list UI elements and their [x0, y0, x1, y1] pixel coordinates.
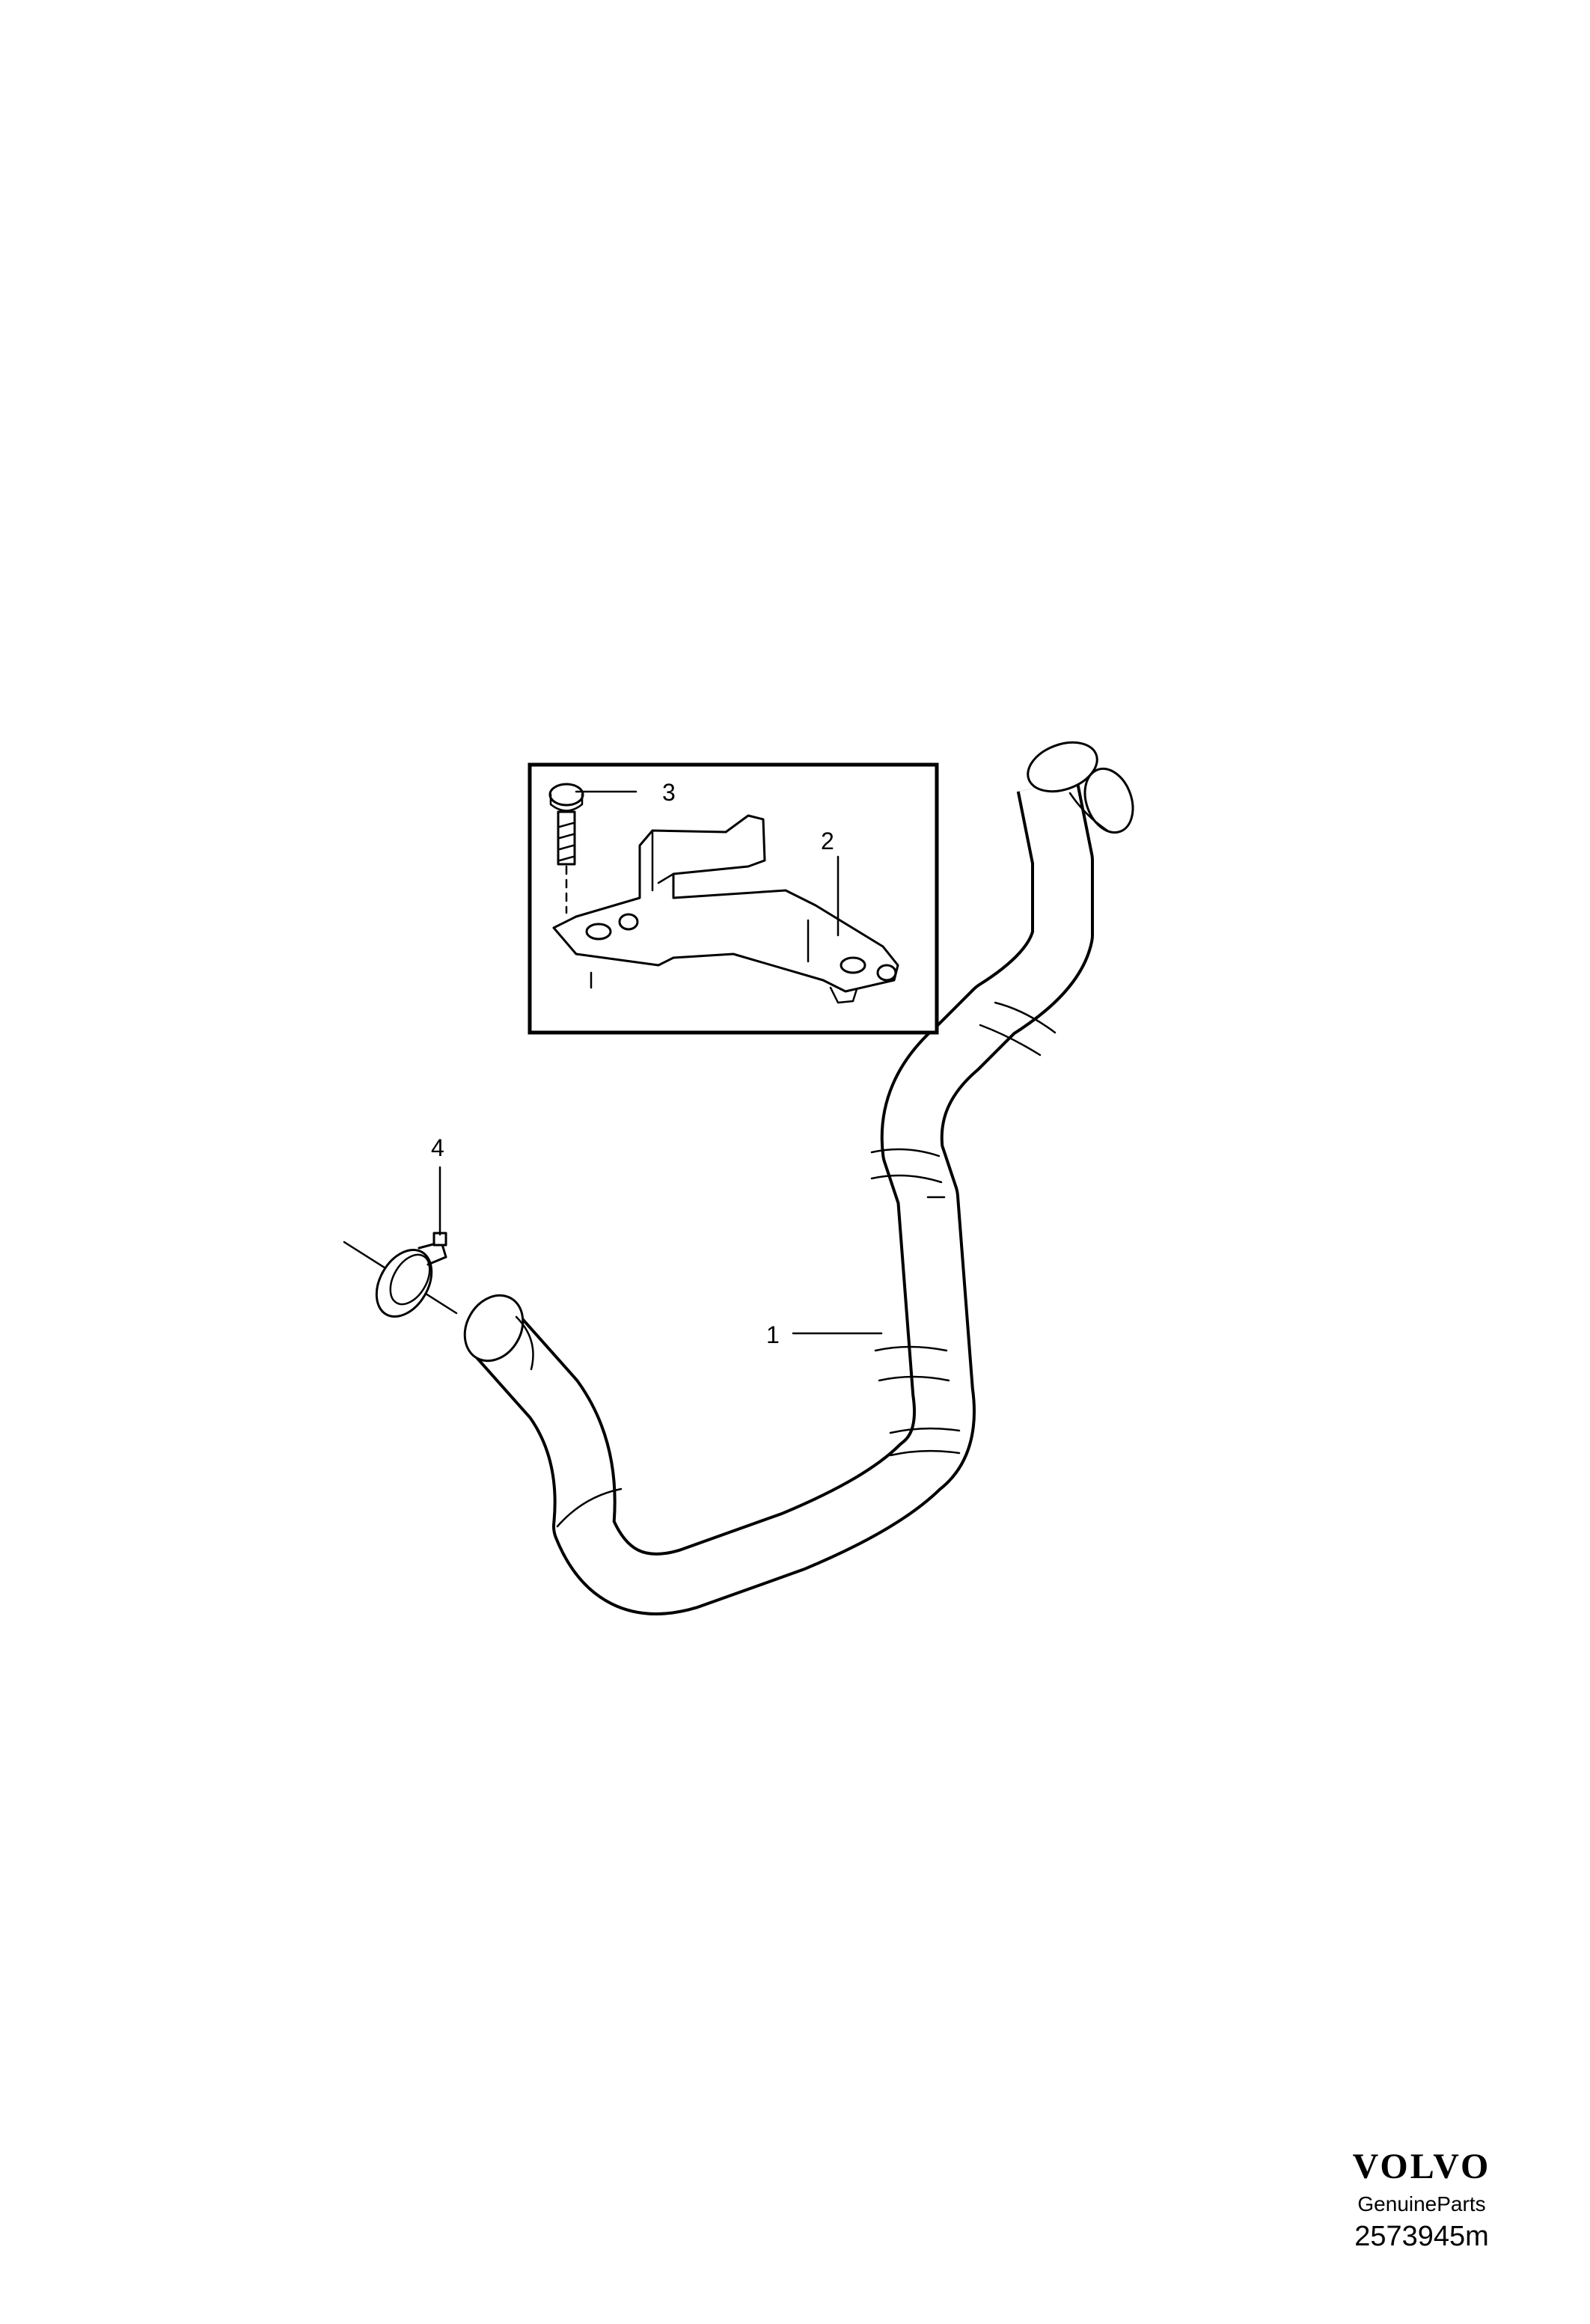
callout-2: 2	[821, 828, 834, 854]
callout-leaders	[438, 790, 883, 1335]
callout-3: 3	[662, 779, 676, 806]
bolt	[548, 783, 593, 989]
bracket-inset	[528, 762, 939, 1035]
illustration-code: 2573945m	[1354, 2221, 1489, 2252]
bracket	[552, 814, 899, 1004]
callout-4: 4	[431, 1134, 444, 1161]
hose-clamp	[343, 1232, 458, 1318]
coolant-hose	[463, 741, 1134, 1615]
volvo-logo: VOLVO	[1352, 2147, 1491, 2186]
brand-subtitle: GenuineParts	[1357, 2192, 1486, 2216]
callout-1: 1	[766, 1321, 780, 1348]
